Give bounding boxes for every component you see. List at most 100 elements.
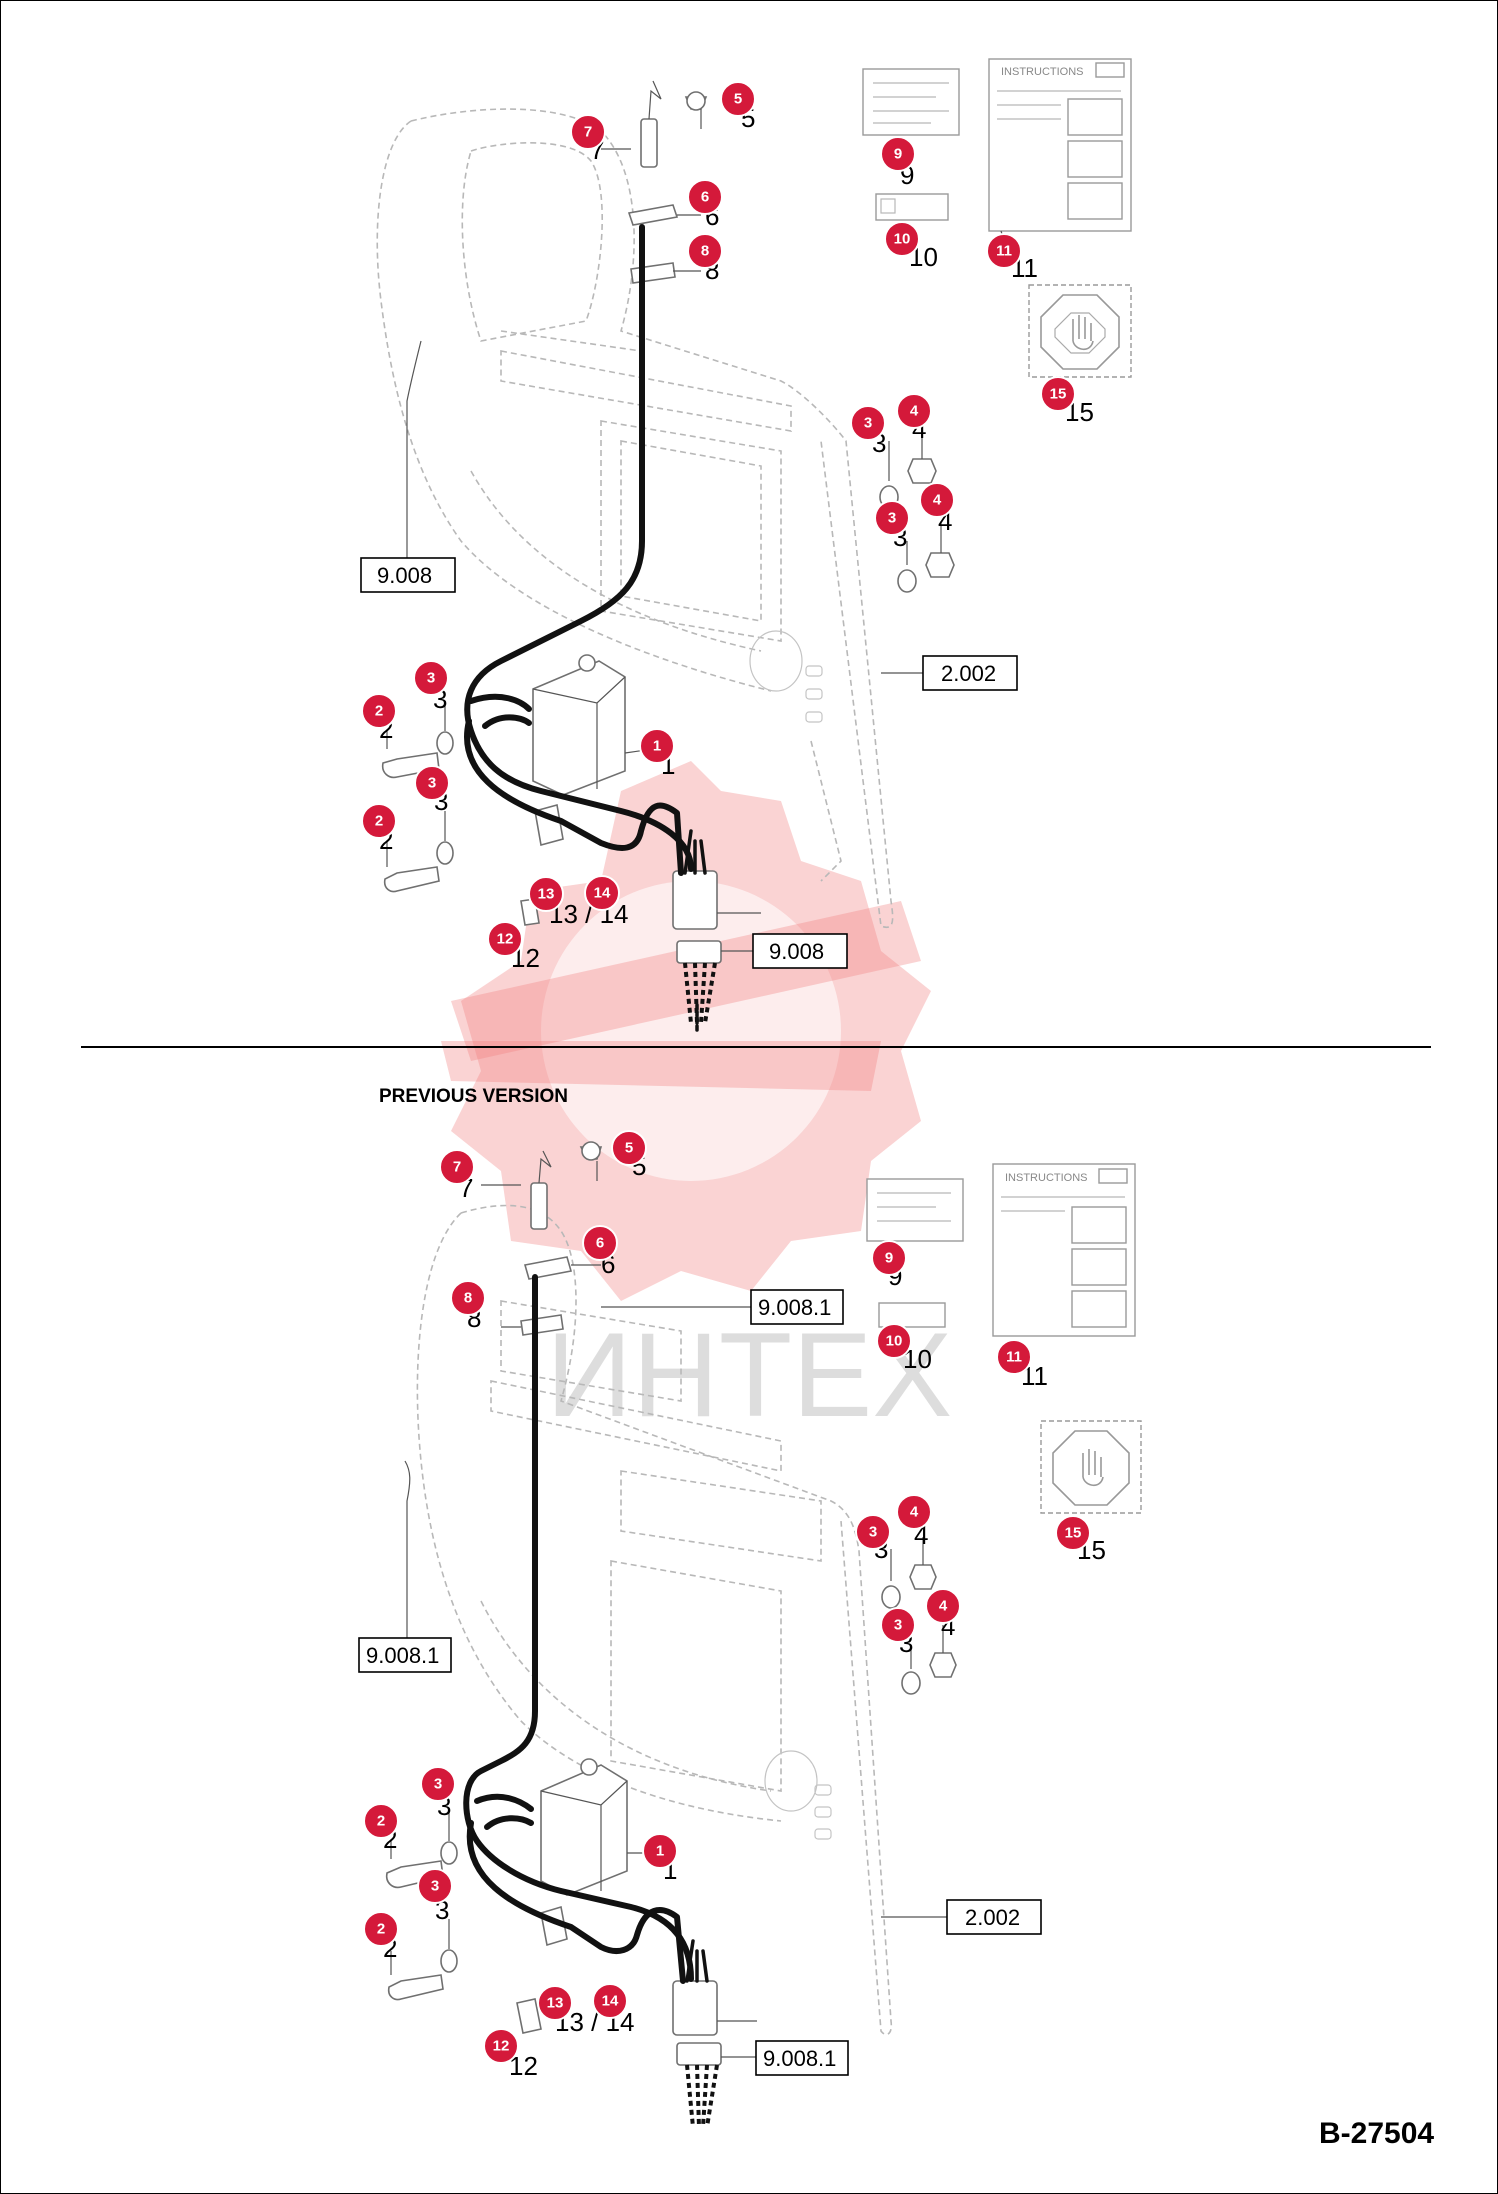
callout-12: 12 — [483, 2028, 519, 2064]
upper-ref-9008-a: 9.008 — [360, 557, 456, 593]
callout-3: 3 — [874, 500, 910, 536]
svg-text:6: 6 — [701, 189, 709, 206]
upper-ref-9008-b: 9.008 — [752, 933, 848, 969]
upper-callouts: 7 5 6 8 9 10 11 15 3 4 3 4 3 2 3 2 1 13 … — [361, 81, 1076, 957]
lower-ref-9008-1-a: 9.008.1 — [750, 1289, 844, 1325]
callout-14: 14 — [592, 1983, 628, 2019]
svg-text:2: 2 — [377, 1813, 385, 1830]
svg-text:3: 3 — [428, 775, 436, 792]
svg-text:1: 1 — [653, 738, 661, 755]
svg-text:3: 3 — [431, 1878, 439, 1895]
callout-11: 11 — [986, 233, 1022, 269]
callout-4: 4 — [896, 393, 932, 429]
callout-8: 8 — [687, 233, 723, 269]
lower-ref-2002: 2.002 — [946, 1899, 1042, 1935]
callout-5: 5 — [611, 1130, 647, 1166]
callout-11: 11 — [996, 1339, 1032, 1375]
svg-text:11: 11 — [996, 243, 1012, 260]
svg-text:3: 3 — [427, 670, 435, 687]
instructions-card-title: INSTRUCTIONS — [1005, 1172, 1088, 1184]
callout-9: 9 — [871, 1240, 907, 1276]
svg-text:11: 11 — [1006, 1349, 1022, 1366]
upper-wire-harness — [464, 224, 717, 1035]
svg-text:15: 15 — [1065, 1525, 1082, 1542]
watermark-gear-icon — [441, 761, 931, 1301]
tie-part-8 — [630, 262, 676, 284]
svg-text:9.008.1: 9.008.1 — [366, 1643, 439, 1668]
lower-wire-harness — [463, 1274, 719, 2128]
svg-text:4: 4 — [933, 492, 942, 509]
svg-text:6: 6 — [596, 1235, 604, 1252]
callout-3: 3 — [417, 1868, 453, 1904]
callout-2: 2 — [361, 803, 397, 839]
callout-9: 9 — [880, 136, 916, 172]
callout-3: 3 — [850, 405, 886, 441]
callout-7: 7 — [570, 114, 606, 150]
callout-1: 1 — [639, 728, 675, 764]
svg-text:8: 8 — [701, 243, 709, 260]
callout-13: 13 — [528, 876, 564, 912]
control-box-part-1 — [532, 660, 626, 796]
callout-7: 7 — [439, 1149, 475, 1185]
svg-text:8: 8 — [464, 1290, 472, 1307]
svg-text:9: 9 — [885, 1250, 893, 1267]
svg-text:2: 2 — [375, 813, 383, 830]
svg-text:9.008: 9.008 — [769, 939, 824, 964]
callout-4: 4 — [925, 1588, 961, 1624]
svg-text:2.002: 2.002 — [941, 661, 996, 686]
callout-3: 3 — [880, 1607, 916, 1643]
callout-4: 4 — [896, 1494, 932, 1530]
cable-clip-part-7 — [640, 118, 658, 168]
svg-text:5: 5 — [625, 1140, 633, 1157]
callout-4: 4 — [919, 482, 955, 518]
callout-3: 3 — [413, 660, 449, 696]
svg-text:9.008.1: 9.008.1 — [758, 1295, 831, 1320]
callout-3: 3 — [855, 1514, 891, 1550]
label-card-10 — [875, 193, 949, 221]
callout-1: 1 — [642, 1833, 678, 1869]
connector-part-14 — [672, 870, 718, 930]
label-card-9 — [862, 68, 960, 136]
svg-text:9.008: 9.008 — [377, 563, 432, 588]
svg-text:14: 14 — [594, 885, 611, 902]
upper-leaders — [386, 109, 1012, 952]
svg-text:13: 13 — [538, 886, 555, 903]
svg-text:3: 3 — [864, 415, 872, 432]
svg-text:3: 3 — [869, 1524, 877, 1541]
drawing-code: B-27504 — [1319, 2117, 1434, 2150]
svg-text:9.008.1: 9.008.1 — [763, 2046, 836, 2071]
svg-text:12: 12 — [493, 2038, 510, 2055]
svg-text:4: 4 — [910, 1504, 919, 1521]
svg-text:2: 2 — [377, 1921, 385, 1938]
lower-parts: INSTRUCTIONS — [385, 1141, 1142, 2066]
instructions-card-title: INSTRUCTIONS — [1001, 66, 1084, 78]
svg-text:4: 4 — [939, 1598, 948, 1615]
svg-text:12: 12 — [497, 931, 514, 948]
svg-text:9: 9 — [894, 146, 902, 163]
callout-8: 8 — [450, 1280, 486, 1316]
callout-2: 2 — [361, 693, 397, 729]
svg-text:5: 5 — [734, 91, 742, 108]
svg-text:10: 10 — [894, 231, 911, 248]
stop-hand-sign-icon — [1028, 284, 1132, 378]
callout-3: 3 — [420, 1766, 456, 1802]
upper-parts: INSTRUCTIONS — [381, 58, 1132, 964]
svg-text:7: 7 — [453, 1159, 461, 1176]
callout-10: 10 — [876, 1323, 912, 1359]
lower-callouts: 7 5 6 8 9 10 11 15 3 4 3 4 3 2 3 2 1 13 … — [363, 1130, 1091, 2064]
svg-text:14: 14 — [602, 1993, 619, 2010]
callout-12: 12 — [487, 921, 523, 957]
lower-machine-outline — [416, 1204, 893, 2036]
svg-text:4: 4 — [910, 403, 919, 420]
svg-text:2.002: 2.002 — [965, 1905, 1020, 1930]
svg-text:15: 15 — [1050, 386, 1067, 403]
callout-3: 3 — [414, 765, 450, 801]
callout-6: 6 — [687, 179, 723, 215]
svg-text:7: 7 — [584, 124, 592, 141]
callout-10: 10 — [884, 221, 920, 257]
lower-leaders — [390, 1161, 947, 2058]
svg-text:3: 3 — [894, 1617, 902, 1634]
svg-text:1: 1 — [656, 1843, 664, 1860]
